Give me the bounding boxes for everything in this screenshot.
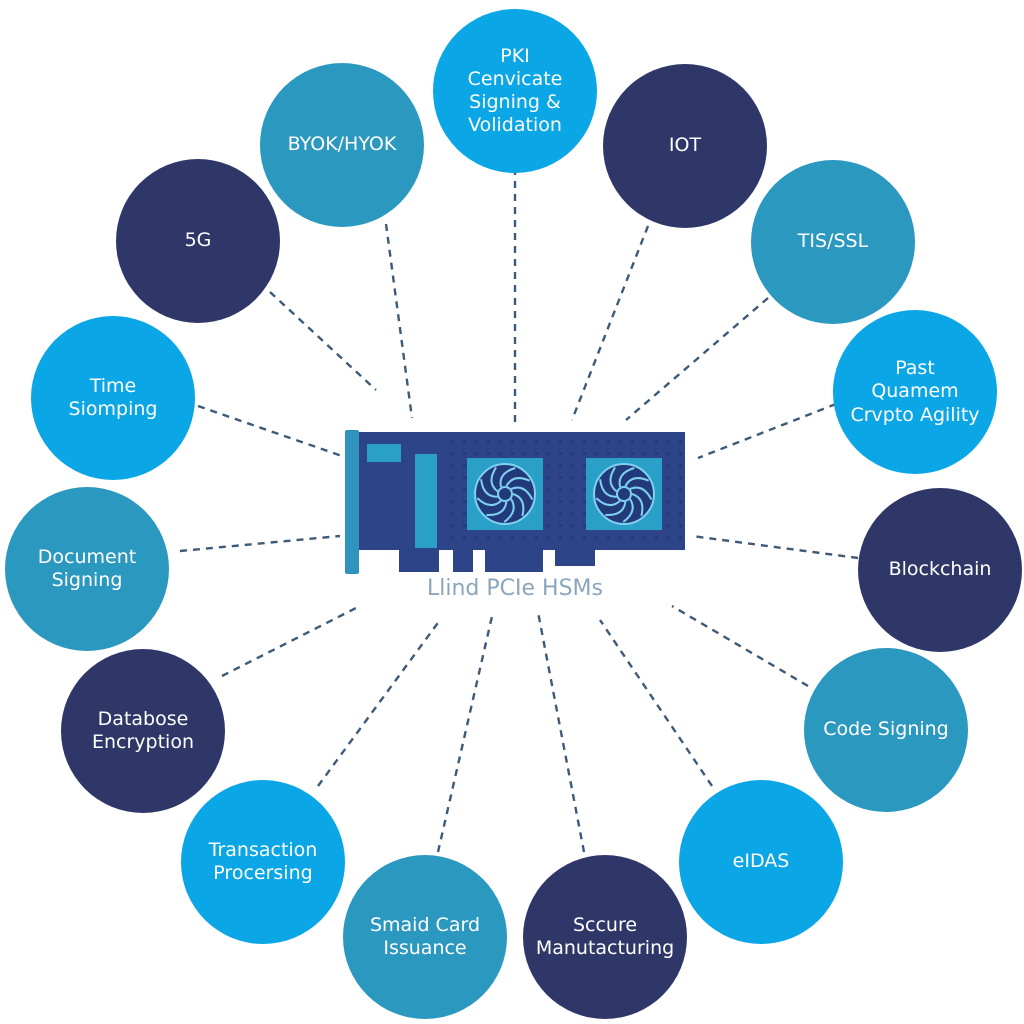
- node-label: Code Signing: [823, 718, 949, 741]
- card-connector: [399, 550, 595, 572]
- node-smart-card: Smaid Card Issuance: [343, 855, 507, 1019]
- node-label: Smaid Card Issuance: [369, 913, 481, 959]
- node-pq: Past Quamem Crvpto Agility: [833, 310, 997, 474]
- node-label: Document Signing: [37, 545, 137, 591]
- node-5g: 5G: [116, 159, 280, 323]
- card-bracket: [345, 430, 359, 574]
- node-secure-manufacturing: Sccure Manutacturing: [523, 855, 687, 1019]
- connector-time-stamping: [197, 404, 343, 458]
- connector-byok: [384, 223, 414, 419]
- pcie-hsm-card-icon: [345, 430, 685, 574]
- node-label: eIDAS: [732, 850, 790, 873]
- card-label: [367, 444, 401, 462]
- node-document-signing: Document Signing: [5, 487, 169, 651]
- node-blockchain: Blockchain: [858, 488, 1022, 652]
- node-pki: PKI Cenvicate Signing & Volidation: [433, 9, 597, 173]
- node-eidas: eIDAS: [679, 780, 843, 944]
- connector-transaction: [317, 619, 441, 787]
- node-tls: TIS/SSL: [751, 160, 915, 324]
- connector-database: [221, 606, 357, 678]
- node-label: Transaction Procersing: [208, 838, 318, 884]
- node-label: IOT: [668, 134, 702, 157]
- node-label: Sccure Manutacturing: [535, 913, 675, 959]
- node-label: 5G: [184, 229, 212, 252]
- connector-code-signing: [671, 604, 809, 688]
- node-label: BYOK/HYOK: [287, 133, 397, 156]
- node-time-stamping: Time Siomping: [31, 316, 195, 480]
- device-caption: Llind PCIe HSMs: [427, 576, 603, 601]
- connector-eidas: [599, 619, 713, 787]
- fan-1: [467, 458, 543, 530]
- connector-5g: [269, 291, 377, 391]
- node-label: Databose Encryption: [91, 707, 194, 753]
- fan-2: [586, 458, 662, 530]
- connector-iot: [570, 225, 650, 421]
- connector-pq: [697, 402, 837, 460]
- node-label: TIS/SSL: [797, 230, 869, 253]
- connector-document-signing: [179, 534, 341, 553]
- node-code-signing: Code Signing: [804, 648, 968, 812]
- connector-smart-card: [436, 611, 495, 853]
- connector-tls: [625, 297, 769, 421]
- node-label: Past Quamem Crvpto Agility: [850, 357, 980, 426]
- node-label: PKI Cenvicate Signing & Volidation: [467, 44, 563, 137]
- card-chip: [415, 454, 437, 548]
- connector-blockchain: [691, 534, 859, 560]
- node-byok: BYOK/HYOK: [260, 63, 424, 227]
- connector-secure-manufacturing: [536, 611, 586, 853]
- node-label: Time Siomping: [68, 374, 158, 420]
- node-transaction: Transaction Procersing: [181, 780, 345, 944]
- node-iot: IOT: [603, 64, 767, 228]
- node-database: Databose Encryption: [61, 649, 225, 813]
- node-label: Blockchain: [888, 558, 992, 581]
